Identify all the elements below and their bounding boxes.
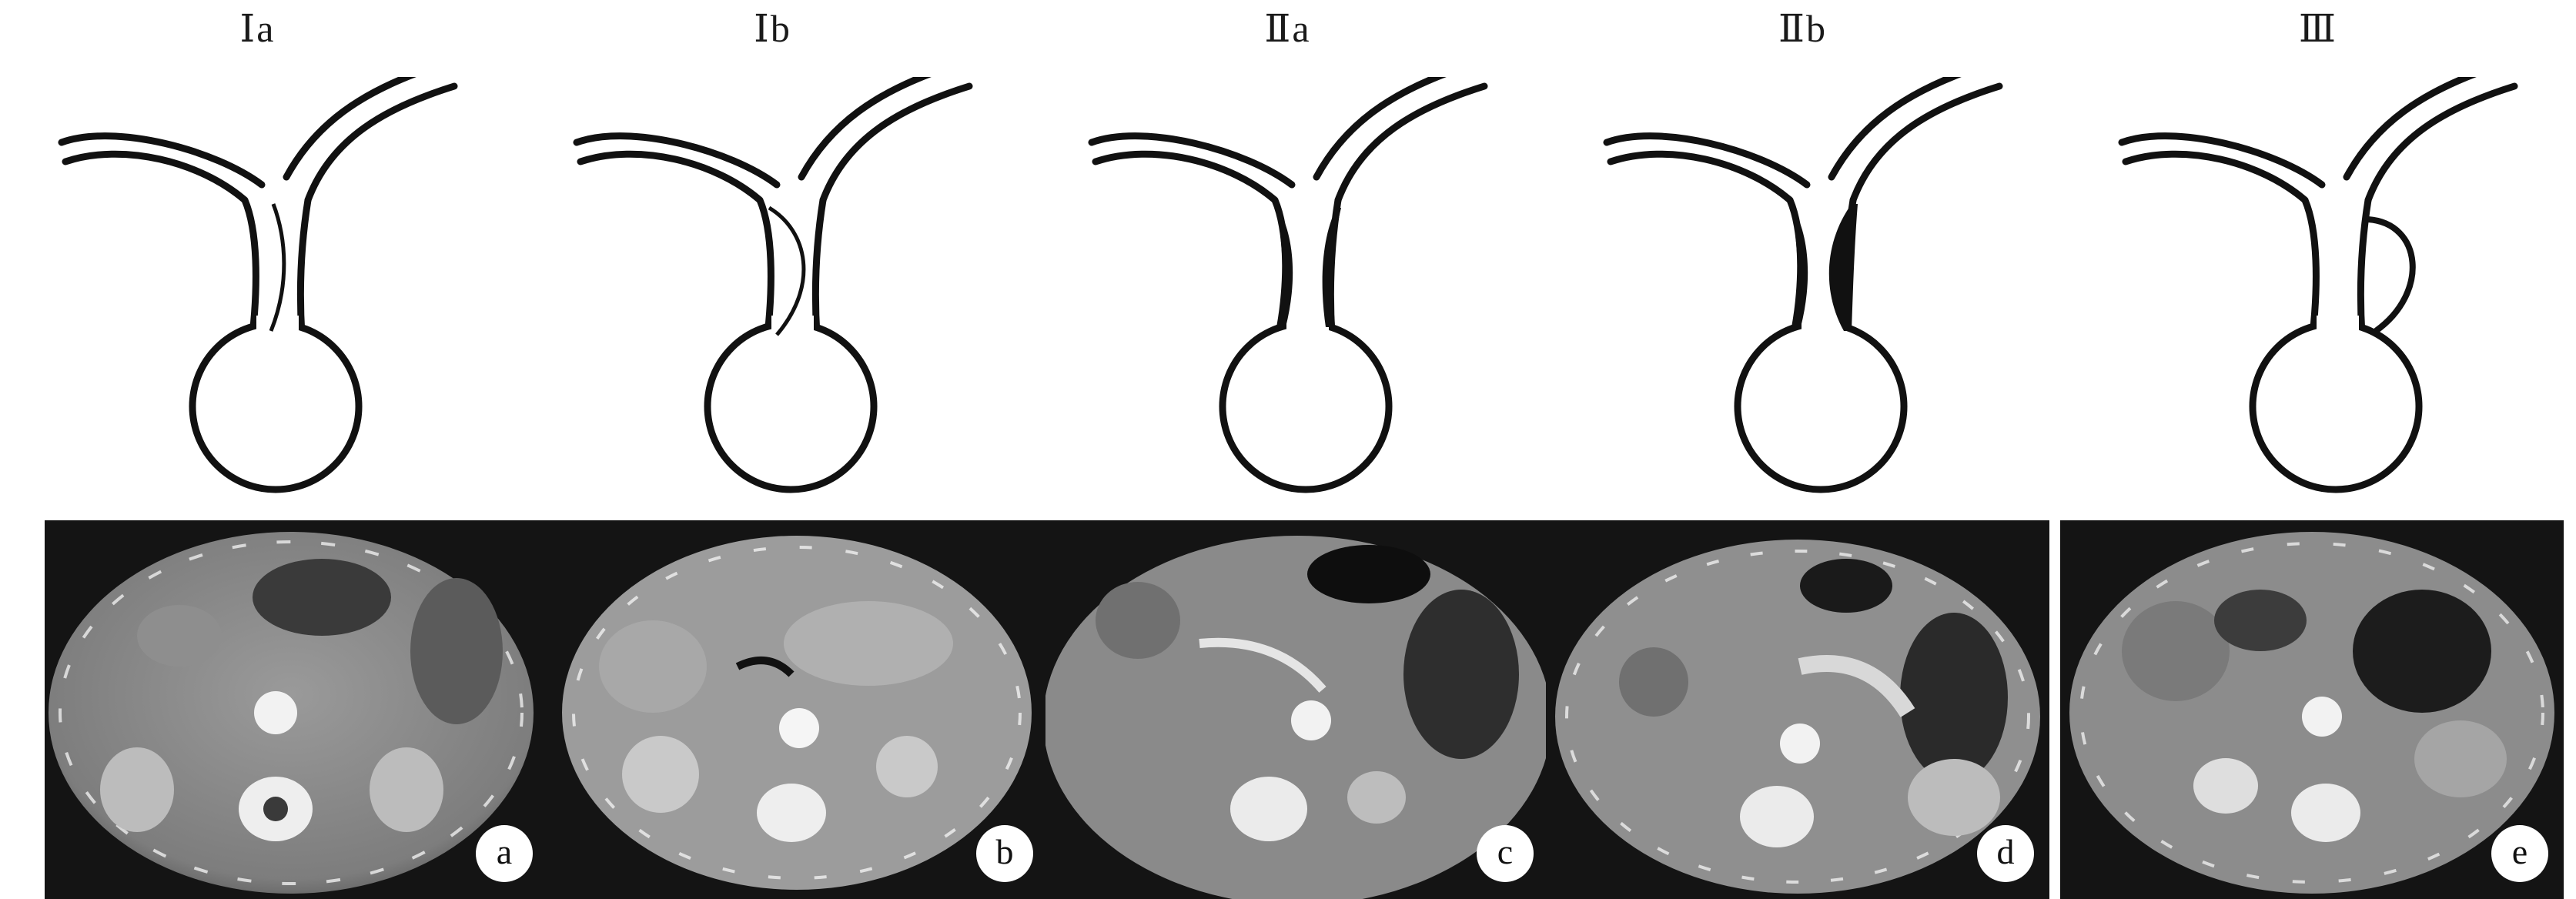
ct-image: c [1045,520,1549,899]
panel-type-ia: Ⅰa a [0,0,548,899]
type-label: Ⅱa [1264,7,1311,50]
type-label: Ⅱb [1778,7,1827,50]
panel-letter-badge: d [1977,825,2034,882]
panel-type-iii: Ⅲ e [2060,0,2576,899]
duct-diagram [1545,77,2060,508]
panel-letter-badge: c [1477,825,1534,882]
ct-image: d [1546,520,2049,899]
panel-type-iib: Ⅱb d [1545,0,2060,899]
panel-letter-badge: e [2491,825,2548,882]
duct-diagram [2060,77,2575,508]
duct-diagram [515,77,1030,508]
type-label: Ⅰb [754,7,791,50]
panel-letter-badge: b [976,825,1033,882]
type-label: Ⅰa [239,7,276,50]
panel-type-ib: Ⅰb b [515,0,1049,899]
ct-image: b [545,520,1049,899]
panel-letter-badge: a [476,825,533,882]
ct-image: a [45,520,548,899]
duct-diagram [0,77,515,508]
ct-image: e [2060,520,2564,899]
duct-diagram [1030,77,1545,508]
type-label: Ⅲ [2298,7,2338,50]
panel-type-iia: Ⅱa c [1030,0,1549,899]
